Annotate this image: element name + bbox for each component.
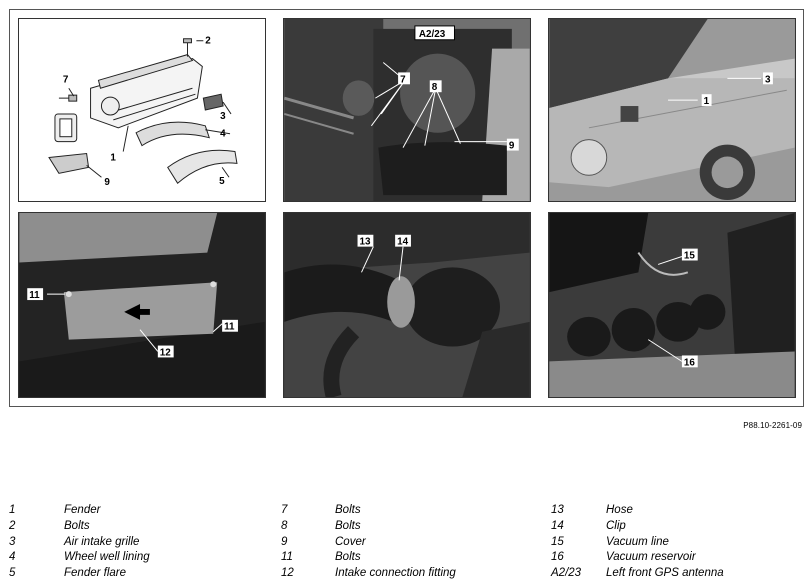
- legend-description: Intake connection fitting: [335, 567, 456, 580]
- legend-item: 3 Air intake grille: [9, 535, 269, 551]
- legend-description: Air intake grille: [64, 535, 140, 548]
- callout-12: 12: [160, 347, 171, 358]
- legend-number: 5: [9, 567, 16, 580]
- legend-description: Wheel well lining: [64, 551, 150, 564]
- fender-inner-photo: A2/23 7 8 9: [284, 19, 530, 201]
- legend-item: 4 Wheel well lining: [9, 550, 269, 566]
- legend-number: 2: [9, 519, 16, 532]
- legend-number: 16: [551, 551, 564, 564]
- legend-description: Bolts: [335, 519, 361, 532]
- legend-description: Bolts: [64, 519, 90, 532]
- legend-item: 11 Bolts: [281, 550, 541, 566]
- legend-description: Fender: [64, 504, 101, 516]
- legend-number: 7: [281, 504, 288, 516]
- panel-vehicle-front: 1 3: [548, 18, 796, 202]
- callout-7: 7: [400, 74, 406, 85]
- hose-clip-photo: 13 14: [284, 213, 530, 397]
- legend-number: 8: [281, 519, 288, 532]
- legend-item: A2/23 Left front GPS antenna: [551, 566, 806, 582]
- legend-number: 4: [9, 551, 16, 564]
- vacuum-reservoir-photo: 15 16: [549, 213, 795, 397]
- legend-item: 8 Bolts: [281, 519, 541, 535]
- legend-item: 12 Intake connection fitting: [281, 566, 541, 582]
- callout-3: 3: [220, 111, 226, 122]
- legend-number: 11: [281, 551, 293, 564]
- callout-9: 9: [104, 177, 110, 188]
- legend-item: 13 Hose: [551, 503, 806, 519]
- legend-column-1: 1 Fender 2 Bolts 3 Air intake grille 4 Wheel…: [9, 503, 269, 582]
- legend-item: 5 Fender flare: [9, 566, 269, 582]
- legend-description: Cover: [335, 535, 366, 548]
- legend-description: Hose: [606, 504, 633, 516]
- intake-fitting-photo: 11 11 12: [19, 213, 265, 397]
- callout-3: 3: [765, 74, 771, 85]
- legend-item: 9 Cover: [281, 535, 541, 551]
- panel-exploded-view: 2 7 3 4 1 9 5: [18, 18, 266, 202]
- legend-number: 9: [281, 535, 288, 548]
- callout-4: 4: [220, 129, 226, 140]
- callout-14: 14: [397, 237, 408, 248]
- legend-item: 7 Bolts: [281, 503, 541, 519]
- exploded-view-drawing: 2 7 3 4 1 9 5: [48, 36, 238, 188]
- legend-description: Vacuum reservoir: [606, 551, 696, 564]
- panel-hose-clip: 13 14: [283, 212, 531, 398]
- panel-intake-fitting: 11 11 12: [18, 212, 266, 398]
- legend-number: 13: [551, 504, 564, 516]
- legend-number: A2/23: [551, 567, 582, 580]
- callout-5: 5: [219, 176, 225, 187]
- callout-9: 9: [509, 141, 515, 152]
- callout-8: 8: [432, 82, 438, 93]
- panel-vacuum-reservoir: 15 16: [548, 212, 796, 398]
- legend-description: Bolts: [335, 551, 361, 564]
- legend-item: 1 Fender: [9, 503, 269, 519]
- legend-number: 3: [9, 535, 16, 548]
- callout-7: 7: [63, 74, 69, 85]
- callout-2: 2: [205, 36, 211, 47]
- legend-item: 14 Clip: [551, 519, 806, 535]
- legend-item: 15 Vacuum line: [551, 535, 806, 551]
- legend-number: 1: [9, 504, 16, 516]
- legend-item: 2 Bolts: [9, 519, 269, 535]
- callout-11-left: 11: [29, 290, 40, 301]
- legend-description: Clip: [606, 519, 626, 532]
- legend-description: Vacuum line: [606, 535, 669, 548]
- callout-16: 16: [684, 357, 695, 368]
- reference-code: P88.10-2261-09: [743, 421, 802, 430]
- panel-fender-inner: A2/23 7 8 9: [283, 18, 531, 202]
- callout-11-right: 11: [224, 322, 235, 333]
- legend-column-3: 13 Hose 14 Clip 15 Vacuum line 16 Vacuum res…: [551, 503, 806, 582]
- callout-15: 15: [684, 251, 695, 262]
- legend-item: 16 Vacuum reservoir: [551, 550, 806, 566]
- callout-1: 1: [110, 152, 116, 163]
- callout-1: 1: [704, 96, 710, 107]
- legend-description: Bolts: [335, 504, 361, 516]
- callout-a2-23: A2/23: [419, 29, 446, 40]
- callout-13: 13: [360, 237, 371, 248]
- legend-description: Fender flare: [64, 567, 127, 580]
- legend-number: 12: [281, 567, 294, 580]
- legend-description: Left front GPS antenna: [606, 567, 724, 580]
- legend-number: 14: [551, 519, 564, 532]
- vehicle-front-photo: 1 3: [549, 19, 795, 201]
- legend-number: 15: [551, 535, 564, 548]
